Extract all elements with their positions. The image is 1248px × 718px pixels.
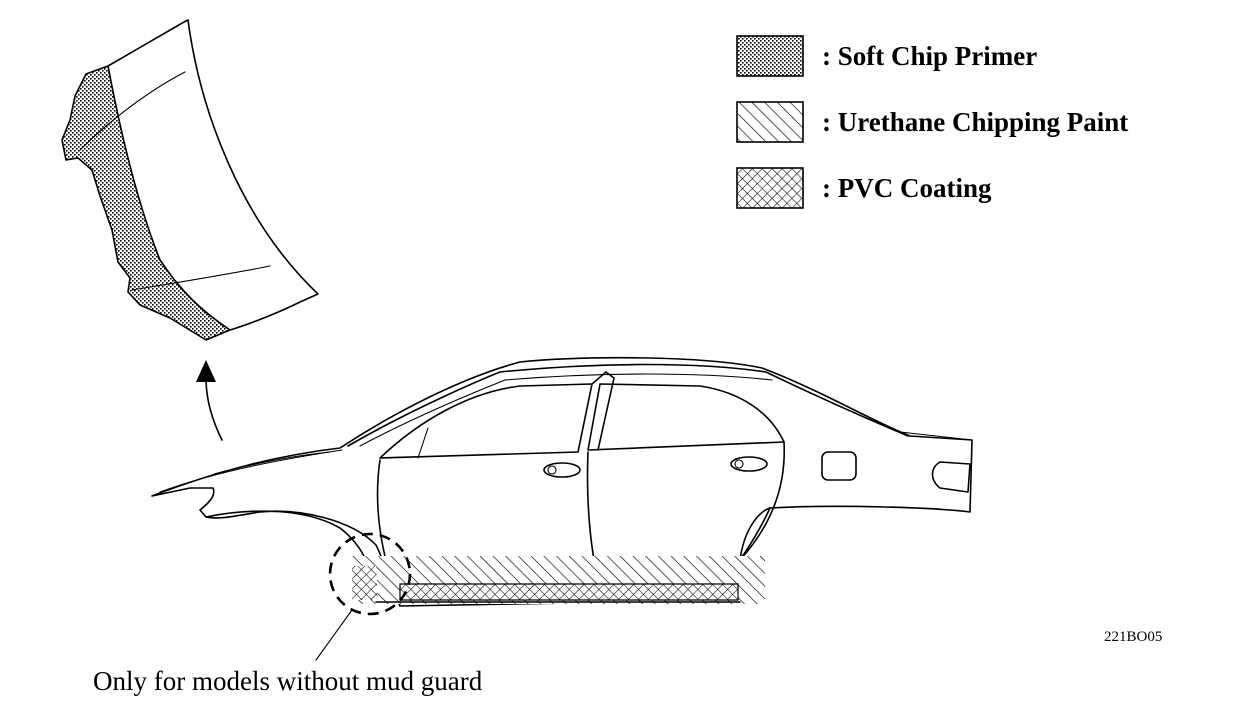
- legend-item-soft-chip-primer: : Soft Chip Primer: [736, 35, 1037, 77]
- front-fender-detail: [61, 19, 319, 341]
- curved-up-arrow-icon: [196, 360, 223, 441]
- front-wheel-arch: [205, 510, 377, 601]
- note-leader-line: [315, 609, 353, 661]
- pvc-coating-front-area: [352, 566, 378, 600]
- hood-line: [159, 449, 343, 493]
- front-door-handle: [543, 462, 581, 478]
- b-pillar: [591, 371, 615, 451]
- rear-door-handle: [730, 456, 768, 472]
- roof-line-inner: [359, 373, 773, 447]
- urethane-chipping-paint-label: : Urethane Chipping Paint: [822, 107, 1128, 137]
- urethane-chipping-paint-swatch: [736, 101, 804, 143]
- fender-primer-area: [62, 66, 230, 340]
- pvc-coating-swatch: [736, 167, 804, 209]
- pvc-coating-label: : PVC Coating: [822, 173, 992, 203]
- rocker-coatings: [352, 556, 765, 604]
- fender-crease-upper: [79, 71, 186, 151]
- roof-line-outer: [347, 363, 909, 447]
- mud-guard-highlight-circle: [328, 532, 412, 616]
- fuel-lid: [821, 451, 857, 481]
- figure-code: 221BO05: [1104, 629, 1162, 645]
- front-vent-line: [417, 427, 429, 459]
- pvc-coating-area: [399, 583, 739, 601]
- fender-outline: [61, 19, 319, 341]
- legend-item-pvc-coating: : PVC Coating: [736, 167, 992, 209]
- fender-primer-edge: [107, 65, 231, 331]
- legend-item-urethane-chipping-paint: : Urethane Chipping Paint: [736, 101, 1128, 143]
- soft-chip-primer-swatch: [736, 35, 804, 77]
- legend: : Soft Chip Primer : Urethane Chipping P…: [736, 35, 1128, 209]
- front-window: [379, 383, 593, 459]
- soft-chip-primer-label: : Soft Chip Primer: [822, 41, 1037, 71]
- rear-door: [739, 441, 786, 561]
- rear-wheel-arch: [739, 507, 771, 561]
- fender-crease-lower: [131, 265, 271, 291]
- note-text: Only for models without mud guard: [93, 666, 483, 696]
- tail-light: [931, 461, 971, 493]
- hood-line-inner: [213, 451, 331, 475]
- trunk-line: [899, 431, 973, 441]
- rear-window: [587, 383, 785, 451]
